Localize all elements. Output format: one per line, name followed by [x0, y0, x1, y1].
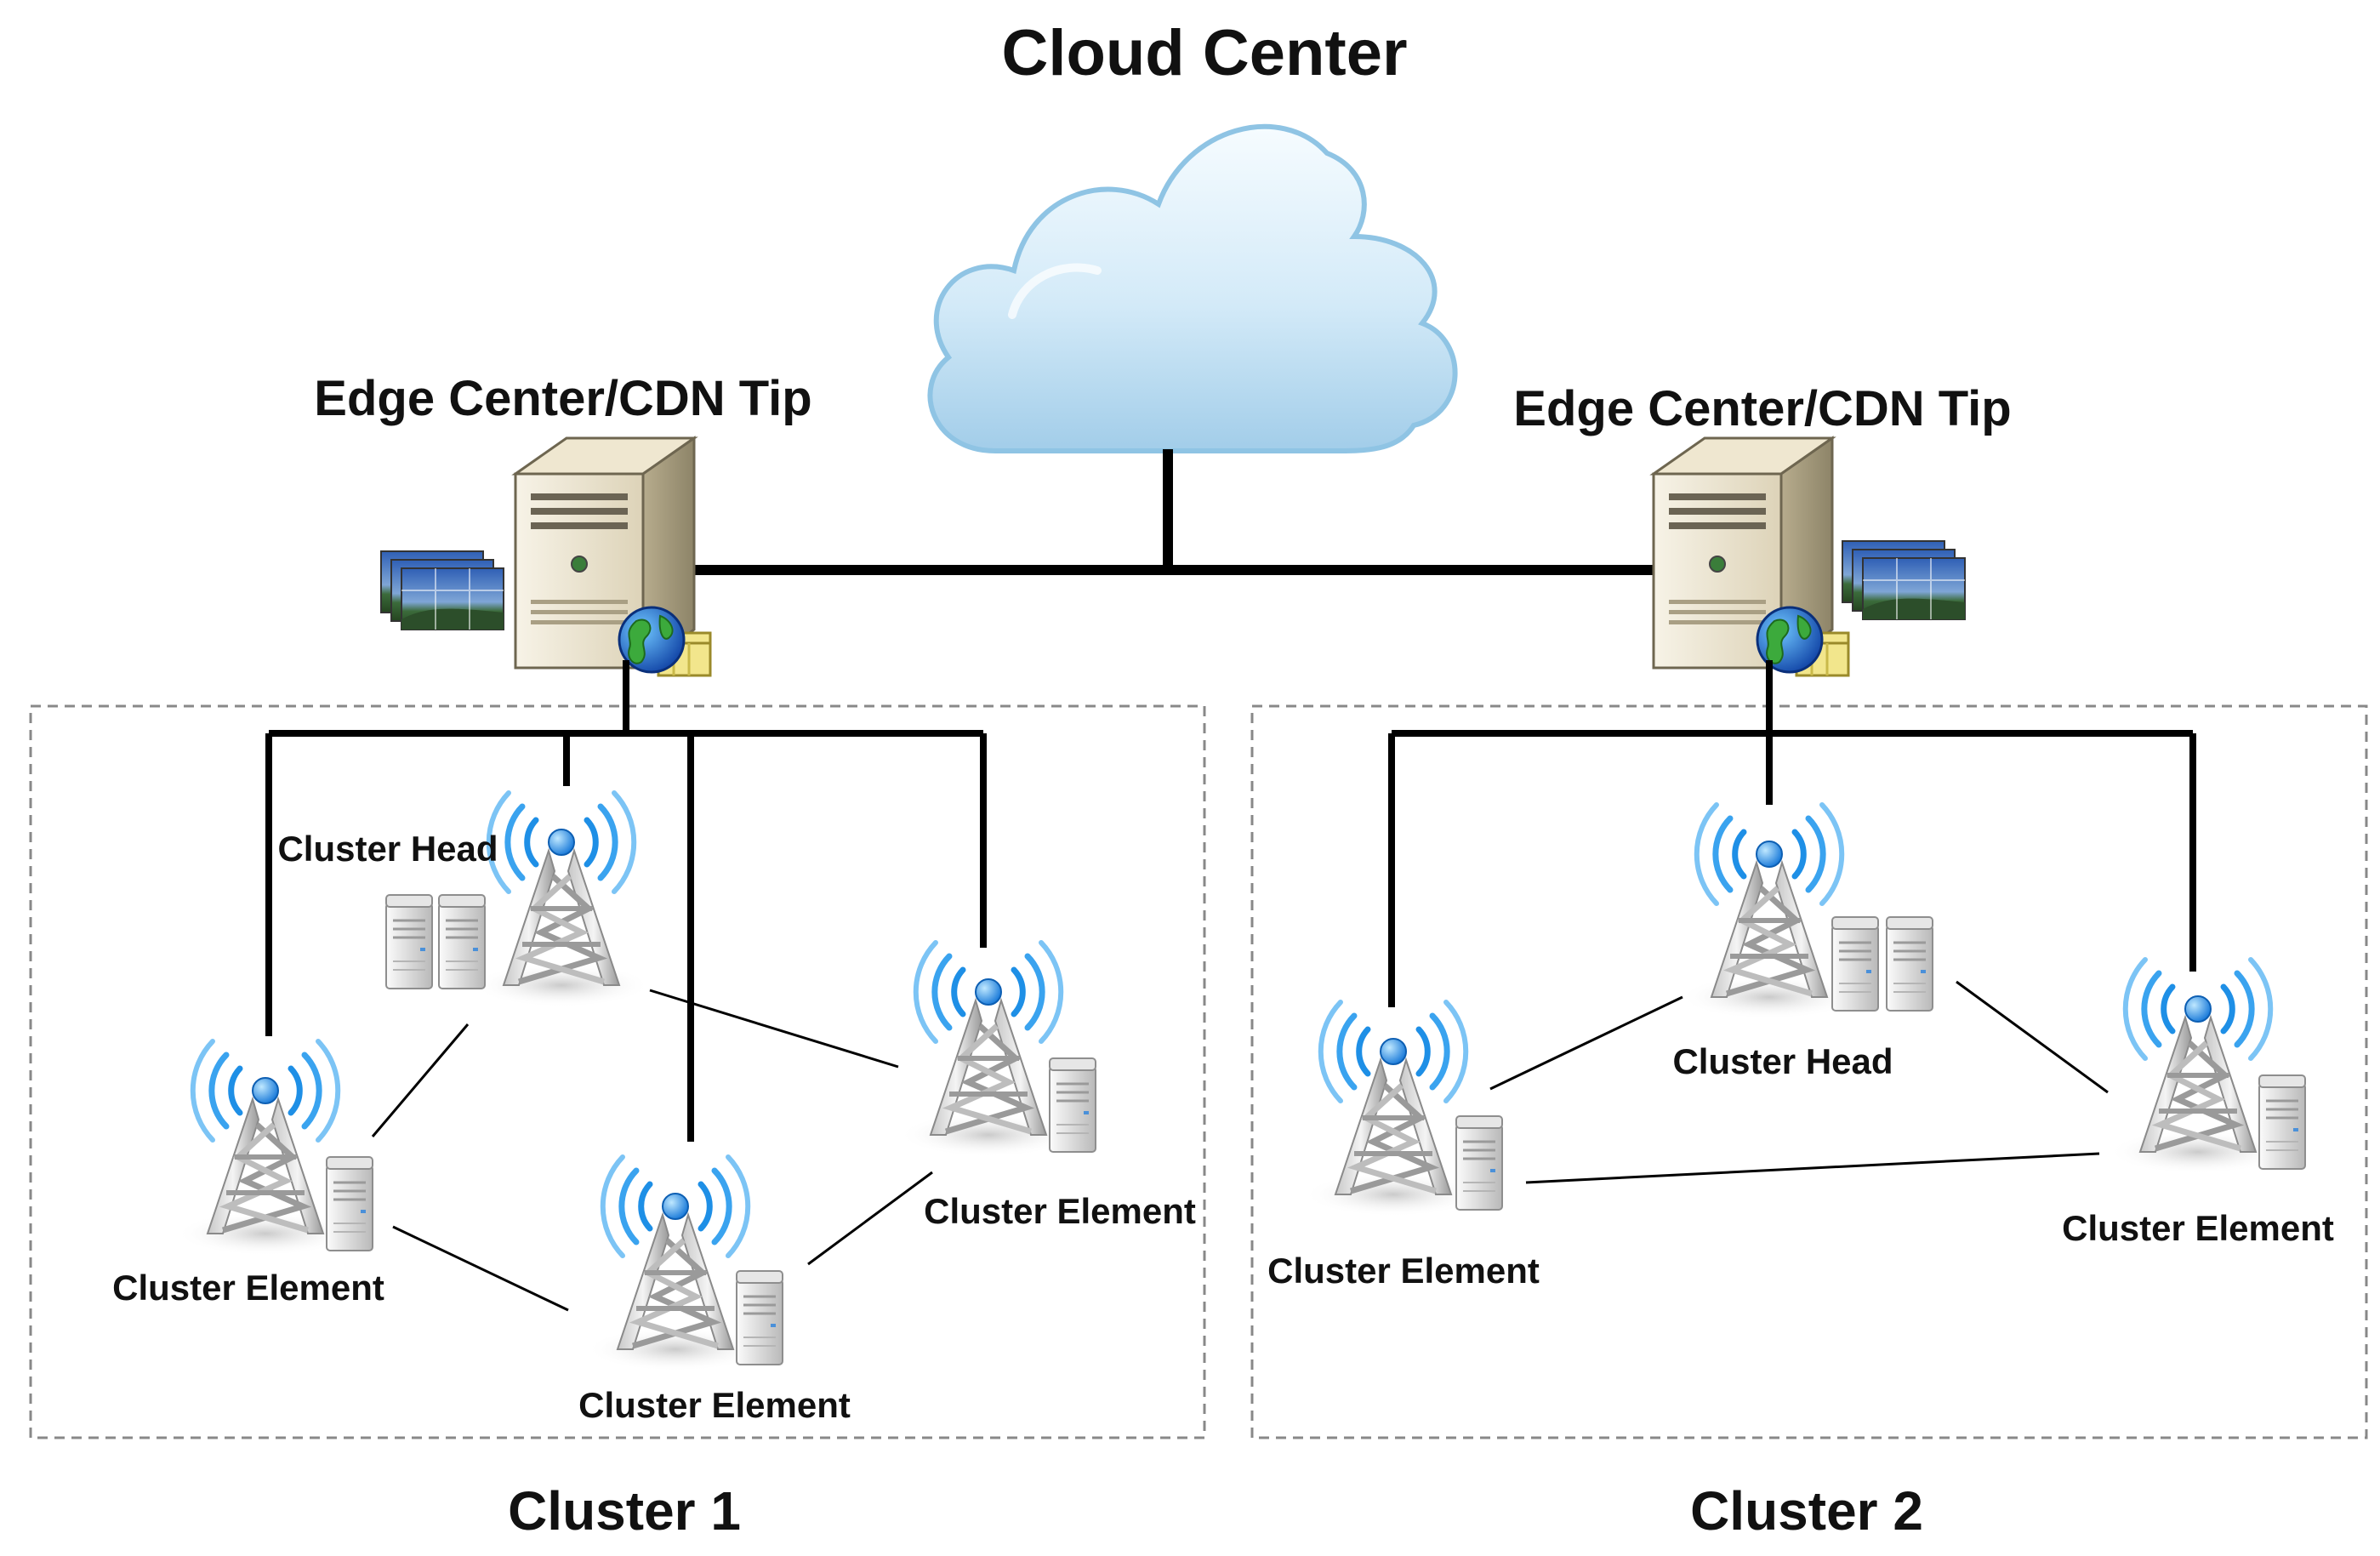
server-icon	[437, 893, 487, 990]
cluster-2-element-left-label: Cluster Element	[1267, 1251, 1540, 1291]
cluster-2-element-right	[2109, 960, 2307, 1174]
server-icon	[1048, 1057, 1097, 1154]
server-icon	[735, 1269, 784, 1366]
cluster-2-head-label: Cluster Head	[1672, 1041, 1893, 1081]
cluster-2-caption: Cluster 2	[1690, 1480, 1923, 1542]
server-icon	[2258, 1074, 2307, 1171]
cloud-icon	[927, 123, 1458, 454]
cluster-1-caption: Cluster 1	[508, 1480, 741, 1542]
cluster-1-bus	[265, 660, 987, 1142]
edge-server-right	[1652, 436, 1966, 677]
server-icon	[325, 1155, 374, 1252]
cluster-2-element-right-label: Cluster Element	[2062, 1208, 2334, 1248]
server-icon	[1885, 915, 1934, 1012]
cluster-1-element-right-label: Cluster Element	[924, 1191, 1196, 1231]
radio-tower-icon	[472, 793, 651, 1007]
backbone-links	[691, 449, 1655, 575]
edge-left-label: Edge Center/CDN Tip	[314, 371, 811, 426]
edge-right-label: Edge Center/CDN Tip	[1513, 381, 2011, 436]
image-stack-icon	[380, 550, 504, 630]
cluster-1-element-left-label: Cluster Element	[112, 1268, 384, 1308]
server-icon	[384, 893, 434, 990]
cluster-1-head-node	[384, 793, 651, 1007]
server-icon	[1831, 915, 1880, 1012]
cluster-1-head-label: Cluster Head	[277, 829, 498, 869]
cluster-1-element-right	[899, 943, 1097, 1157]
cluster-1-element-left	[176, 1041, 374, 1256]
cluster-1-element-bottom-label: Cluster Element	[578, 1385, 851, 1425]
cluster-1-boundary	[29, 704, 1206, 1439]
cluster-2-head-node	[1680, 805, 1934, 1019]
cluster-2-element-left	[1304, 1002, 1504, 1217]
cloud-center-title: Cloud Center	[1001, 17, 1407, 89]
cluster-2-bus	[1388, 660, 2196, 1007]
server-icon	[1455, 1114, 1504, 1211]
cluster-1-element-bottom	[586, 1157, 784, 1371]
cluster-1-mesh-links	[371, 989, 933, 1312]
cluster-2-boundary	[1250, 704, 2368, 1439]
globe-icon	[618, 606, 712, 677]
cluster-2-mesh-links	[1489, 980, 2109, 1184]
edge-server-left	[380, 436, 712, 677]
image-stack-icon	[1842, 540, 1966, 620]
